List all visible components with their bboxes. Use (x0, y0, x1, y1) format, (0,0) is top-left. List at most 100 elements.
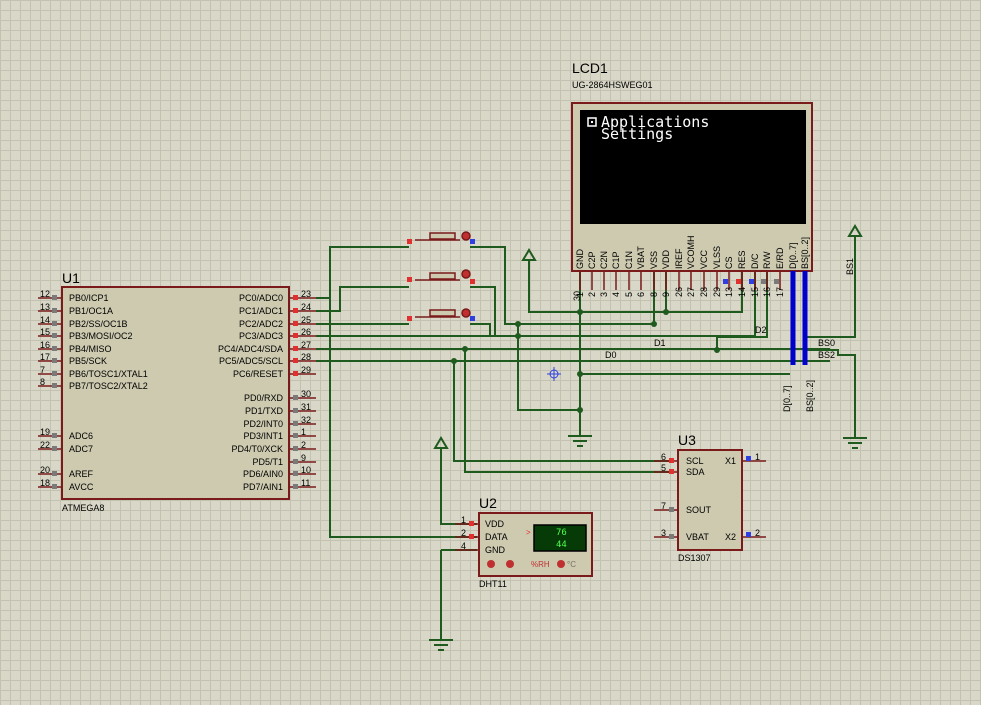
lcd-pin-num: 17 (775, 287, 785, 297)
pin-marker (749, 279, 754, 284)
wire-dht-vdd[interactable] (440, 448, 477, 525)
wire-vcc-arrow[interactable] (528, 260, 580, 313)
wire-pc3[interactable] (316, 271, 756, 337)
power-arrow-icon (433, 436, 449, 449)
u1-pin-num: 14 (40, 315, 50, 325)
lcd-pin-name: VCC (699, 249, 709, 269)
crosshair-icon (547, 367, 561, 381)
lcd-pin-name: BS[0..2] (800, 237, 810, 269)
dht-up-button-icon[interactable] (506, 560, 514, 568)
lcd-pin-num: 9 (661, 292, 671, 297)
pin-marker (293, 333, 298, 338)
u1-pin-num: 32 (301, 415, 311, 425)
u1-pin-name: PD6/AIN0 (243, 469, 283, 479)
lcd-pin-name: E/RD (775, 247, 785, 269)
lcd-pin-name: C1P (611, 251, 621, 269)
u1-pin-name: PD1/TXD (245, 406, 284, 416)
u1-pin-num: 16 (40, 340, 50, 350)
pin-marker (669, 458, 674, 463)
u1-pin-num: 29 (301, 365, 311, 375)
u1-pin-name: PC4/ADC4/SDA (218, 344, 283, 354)
u1-pin-num: 12 (40, 289, 50, 299)
dht-temp: 76 (556, 528, 567, 538)
lcd-pin-name: C2N (599, 251, 609, 269)
u3-pin-name: SDA (686, 467, 705, 477)
push-buttons (407, 231, 475, 321)
u1-pin-num: 19 (40, 427, 50, 437)
dht-down-button-icon[interactable] (487, 560, 495, 568)
lcd-pin-name: GND (575, 249, 585, 270)
u1-pin-name: PB4/MISO (69, 344, 112, 354)
u1-pin-name: PD7/AIN1 (243, 482, 283, 492)
u1-ref: U1 (62, 270, 80, 286)
lcd1-oled[interactable]: LCD1 UG-2864HSWEG01 Applications Setting… (571, 60, 813, 301)
wire-bs0[interactable] (806, 236, 856, 338)
u1-pin-name: PB6/TOSC1/XTAL1 (69, 369, 148, 379)
pin-marker (293, 484, 298, 489)
wire-d2[interactable] (716, 271, 768, 350)
push-button-3[interactable] (407, 308, 475, 321)
push-button-2[interactable] (407, 269, 475, 284)
lcd-pin-num: 4 (611, 292, 621, 297)
wire-pc0[interactable] (316, 246, 409, 299)
push-button-1[interactable] (407, 231, 475, 244)
lcd-pin-num: 8 (649, 292, 659, 297)
dht-unit-toggle-icon[interactable] (557, 560, 565, 568)
pin-marker (293, 408, 298, 413)
pin-marker (52, 295, 57, 300)
wire-pc1[interactable] (316, 286, 409, 312)
dht-hum: 44 (556, 540, 567, 550)
lcd-pin-num-30: 30 (572, 291, 582, 301)
wire-sda-to-u3[interactable] (453, 361, 670, 462)
pin-marker (293, 346, 298, 351)
wire-btn-common[interactable] (517, 324, 580, 411)
wire-dht-data[interactable] (329, 298, 477, 538)
u1-pin-num: 20 (40, 465, 50, 475)
wire-btn2-right[interactable] (470, 286, 518, 337)
lcd-pin-num: 16 (762, 287, 772, 297)
u1-pin-num: 7 (40, 365, 45, 375)
lcd-pin-name: RES (737, 250, 747, 269)
pin-marker (52, 371, 57, 376)
lcd-pin-name: VLSS (712, 246, 722, 269)
u2-pin-name: GND (485, 545, 506, 555)
pin-marker (293, 371, 298, 376)
wire-scl-to-u3[interactable] (464, 349, 670, 473)
pin-marker (293, 459, 298, 464)
pin-marker (52, 333, 57, 338)
lcd-pin-num: 28 (699, 287, 709, 297)
lcd-line-2: Settings (601, 125, 673, 143)
pin-marker (52, 433, 57, 438)
pin-marker (52, 358, 57, 363)
dht-unit-c: °C (567, 560, 576, 569)
u3-pin-num: 2 (755, 528, 760, 538)
u1-pin-num: 9 (301, 453, 306, 463)
wire-btn1-right[interactable] (470, 246, 518, 325)
lcd-pin-num: 26 (674, 287, 684, 297)
u1-pin-num: 27 (301, 340, 311, 350)
wire-bs2[interactable] (806, 349, 856, 438)
pin-marker (746, 532, 751, 537)
u1-pin-num: 17 (40, 352, 50, 362)
net-d0: D0 (605, 350, 617, 360)
u1-pin-name: PC1/ADC1 (239, 306, 283, 316)
wire-btn3-right[interactable] (470, 323, 491, 336)
u3-pin-name: X1 (725, 456, 736, 466)
u1-pin-num: 23 (301, 289, 311, 299)
u1-part: ATMEGA8 (62, 503, 104, 513)
u2-ref: U2 (479, 495, 497, 511)
pin-marker (52, 383, 57, 388)
u1-pin-num: 2 (301, 440, 306, 450)
pin-marker (293, 421, 298, 426)
lcd-part: UG-2864HSWEG01 (572, 80, 653, 90)
lcd-pin-num: 14 (737, 287, 747, 297)
lcd-pin-name: R/W (762, 251, 772, 269)
u3-pin-num: 1 (755, 452, 760, 462)
lcd-pin-num: 3 (599, 292, 609, 297)
u1-pin-num: 31 (301, 402, 311, 412)
u3-pin-num: 5 (661, 463, 666, 473)
